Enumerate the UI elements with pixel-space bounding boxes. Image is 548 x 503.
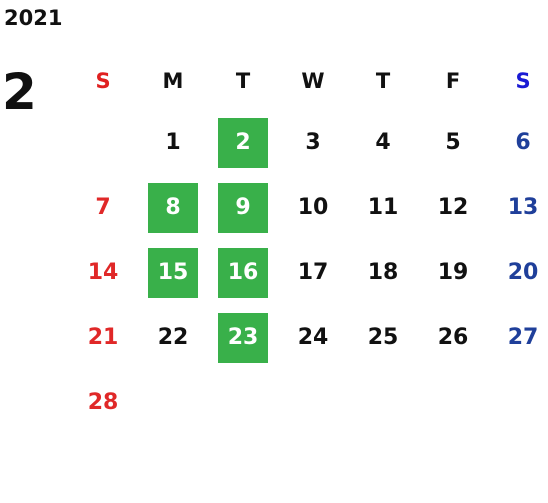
calendar-day-16[interactable]: 16 <box>218 248 268 298</box>
calendar-day-1[interactable]: 1 <box>165 130 181 155</box>
calendar-day-4[interactable]: 4 <box>375 130 391 155</box>
weekday-sunday: S <box>95 69 111 93</box>
weekday-tuesday: T <box>235 69 251 93</box>
calendar-day-23[interactable]: 23 <box>218 313 268 363</box>
calendar-day-12[interactable]: 12 <box>437 195 469 220</box>
calendar-day-8[interactable]: 8 <box>148 183 198 233</box>
calendar-day-24[interactable]: 24 <box>297 325 329 350</box>
calendar-day-18[interactable]: 18 <box>367 260 399 285</box>
calendar-day-27[interactable]: 27 <box>507 325 539 350</box>
calendar-day-13[interactable]: 13 <box>507 195 539 220</box>
calendar-day-7[interactable]: 7 <box>95 195 111 220</box>
weekday-wednesday: W <box>301 69 325 93</box>
weekday-saturday: S <box>515 69 531 93</box>
calendar-day-28[interactable]: 28 <box>87 390 119 415</box>
calendar-day-21[interactable]: 21 <box>87 325 119 350</box>
weekday-monday: M <box>162 69 184 93</box>
calendar-day-10[interactable]: 10 <box>297 195 329 220</box>
calendar-day-17[interactable]: 17 <box>297 260 329 285</box>
calendar-day-20[interactable]: 20 <box>507 260 539 285</box>
calendar-day-9[interactable]: 9 <box>218 183 268 233</box>
calendar-day-11[interactable]: 11 <box>367 195 399 220</box>
calendar-day-2[interactable]: 2 <box>218 118 268 168</box>
calendar-day-15[interactable]: 15 <box>148 248 198 298</box>
weekday-header-row: S M T W T F S <box>68 66 548 96</box>
calendar-day-19[interactable]: 19 <box>437 260 469 285</box>
calendar-day-14[interactable]: 14 <box>87 260 119 285</box>
weekday-friday: F <box>445 69 461 93</box>
calendar-day-6[interactable]: 6 <box>515 130 531 155</box>
calendar-day-25[interactable]: 25 <box>367 325 399 350</box>
calendar-day-26[interactable]: 26 <box>437 325 469 350</box>
weekday-thursday: T <box>375 69 391 93</box>
calendar-day-22[interactable]: 22 <box>157 325 189 350</box>
calendar-day-3[interactable]: 3 <box>305 130 321 155</box>
year-label: 2021 <box>4 6 63 30</box>
calendar-day-5[interactable]: 5 <box>445 130 461 155</box>
month-number: 2 <box>2 63 37 121</box>
